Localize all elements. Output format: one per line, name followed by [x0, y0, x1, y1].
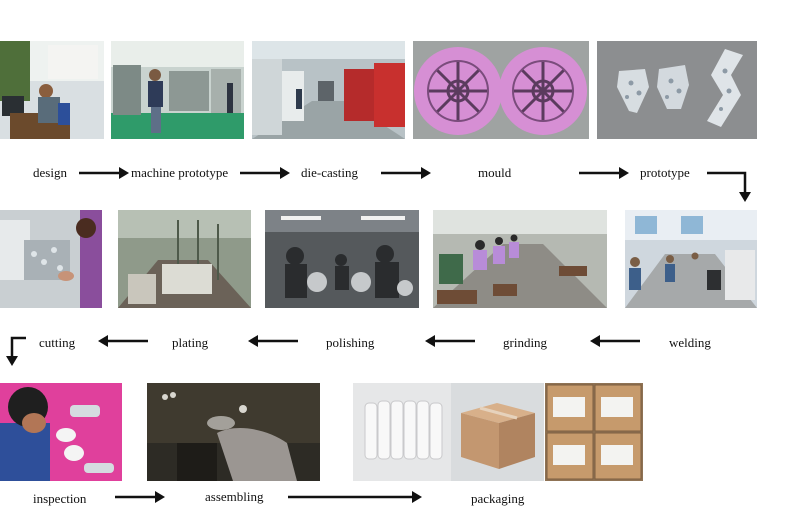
arrow-polishing-to-plating: [248, 334, 298, 348]
arrow-inspection-to-assembling: [115, 490, 165, 504]
prototype-photo: [597, 41, 757, 139]
step-label-prototype: prototype: [640, 165, 690, 180]
arrow-die-casting-to-mould: [381, 166, 431, 180]
machine-prototype-photo: [111, 41, 244, 139]
grinding-photo: [433, 210, 607, 308]
step-label-machine-prototype: machine prototype: [131, 165, 229, 180]
step-label-packaging: packaging: [471, 491, 525, 506]
arrow-welding-to-grinding: [590, 334, 640, 348]
arrow-plating-to-cutting: [98, 334, 148, 348]
arrow-mould-to-prototype: [579, 166, 629, 180]
step-label-grinding: grinding: [503, 335, 548, 350]
inspection-photo: [0, 383, 122, 481]
arrow-assembling-to-packaging: [288, 490, 422, 504]
arrow-cutting-to-inspection: [6, 334, 26, 368]
welding-photo: [625, 210, 757, 308]
step-label-assembling: assembling: [205, 489, 264, 504]
die-casting-photo: [252, 41, 405, 139]
step-label-welding: welding: [669, 335, 711, 350]
packaging-photo-bags: [353, 383, 451, 481]
step-label-polishing: polishing: [326, 335, 375, 350]
arrow-prototype-to-welding: [707, 166, 757, 204]
step-label-die-casting: die-casting: [301, 165, 359, 180]
polishing-photo: [265, 210, 419, 308]
arrow-grinding-to-polishing: [425, 334, 475, 348]
step-label-inspection: inspection: [33, 491, 87, 506]
plating-photo: [118, 210, 251, 308]
mould-photo: [413, 41, 589, 139]
step-label-cutting: cutting: [39, 335, 76, 350]
step-label-plating: plating: [172, 335, 209, 350]
arrow-machine-prototype-to-die-casting: [240, 166, 290, 180]
step-label-mould: mould: [478, 165, 512, 180]
arrow-design-to-machine-prototype: [79, 166, 129, 180]
design-photo: [0, 41, 104, 139]
assembling-photo: [147, 383, 320, 481]
step-label-design: design: [33, 165, 67, 180]
cutting-photo: [0, 210, 102, 308]
packaging-photo-box: [451, 383, 544, 481]
packaging-photo-cartons: [545, 383, 643, 481]
